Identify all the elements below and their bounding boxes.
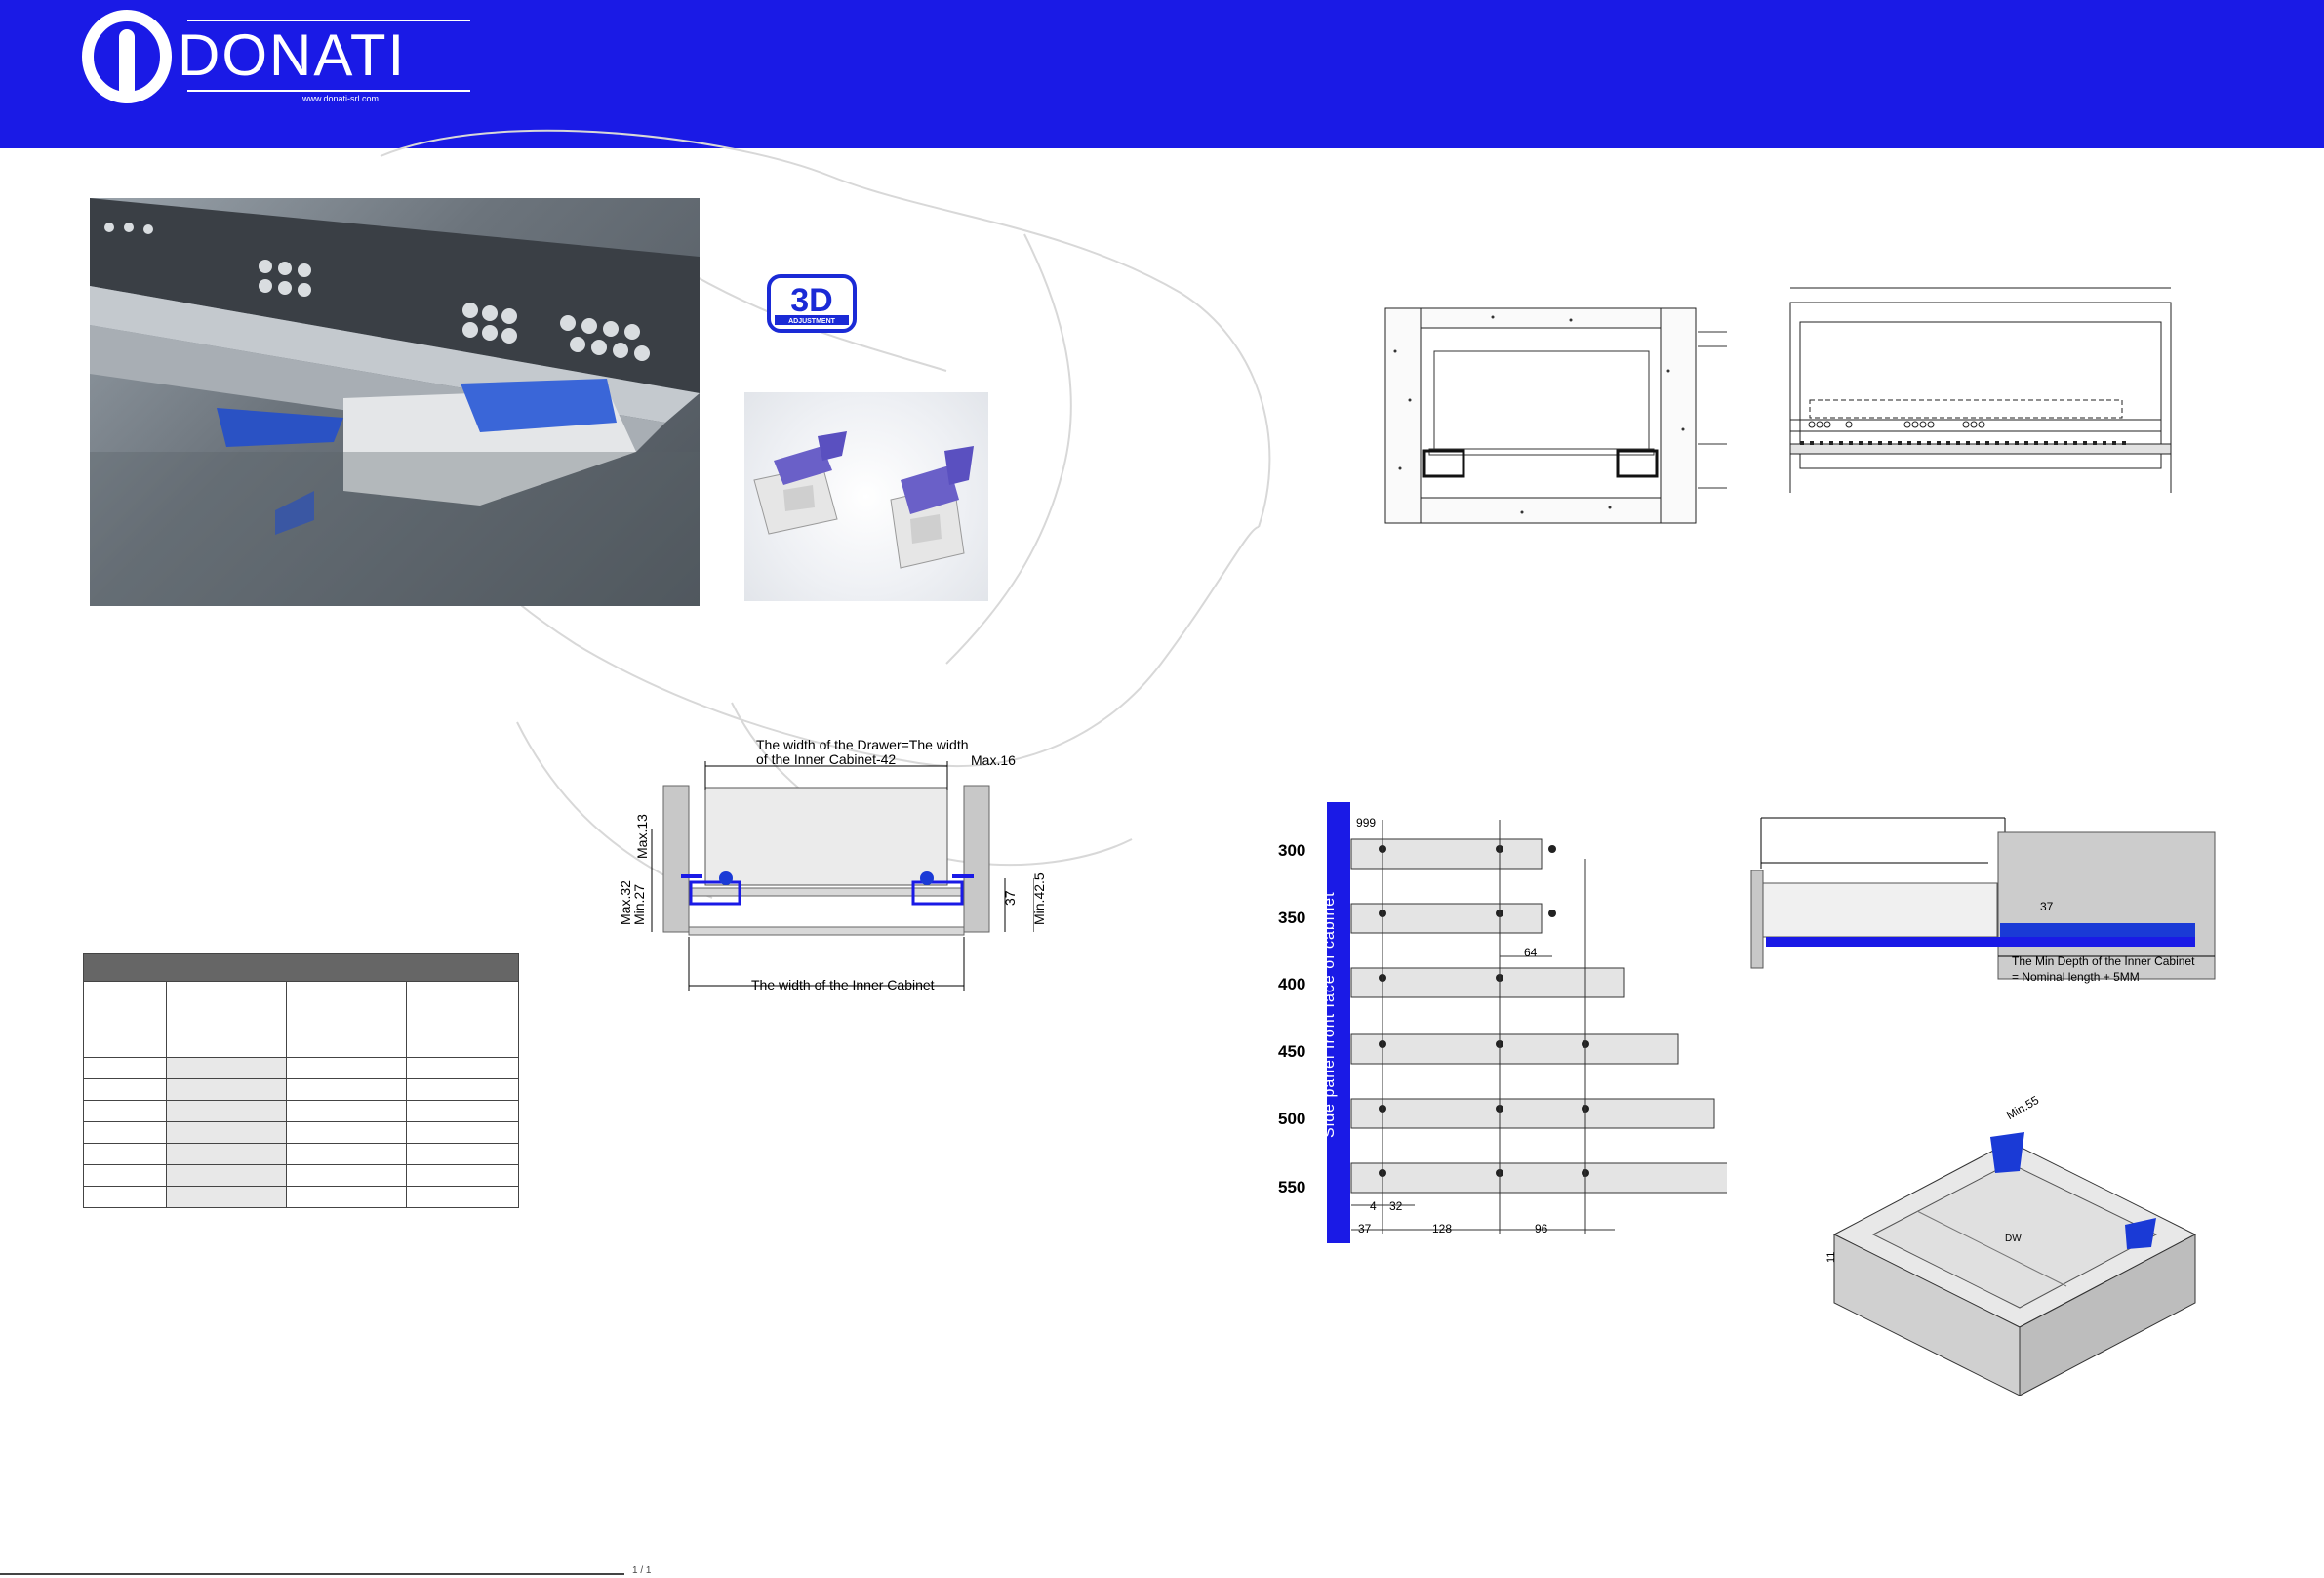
size-550: 550 [1278,1178,1306,1196]
side-panel-label: Side panel front face of cabinet [1321,891,1338,1138]
logo-rule-bottom [187,90,470,92]
3d-badge-icon: 3D ADJUSTMENT [767,274,857,333]
table-row [83,1057,519,1079]
size-450: 450 [1278,1042,1306,1061]
depth-note-1: The Min Depth of the Inner Cabinet [2012,954,2195,968]
donati-logo[interactable]: DONATI www.donati-srl.com [80,8,470,115]
d37-label: 37 [1002,890,1018,906]
size-500: 500 [1278,1110,1306,1128]
drawer-width-text-1: The width of the Drawer=The width [756,737,969,752]
hole-d128: 128 [1432,1222,1453,1235]
table-row [83,1186,519,1208]
size-300: 300 [1278,841,1306,860]
spec-table-header [83,953,519,982]
hole-d64: 64 [1524,946,1538,959]
slide-photo-illustration [90,198,700,606]
min425-label: Min.42.5 [1031,872,1047,925]
depth-note-2: = Nominal length + 5MM [2012,970,2140,984]
iso-dw: DW [2005,1234,2022,1244]
table-row [83,1100,519,1122]
table-row [83,1121,519,1144]
depth-diagram [1750,817,2216,980]
table-row [83,1143,519,1165]
header-bar: DONATI www.donati-srl.com [0,0,2324,148]
drawer-width-text-2: of the Inner Cabinet-42 [756,751,897,767]
hole-d4: 4 [1370,1199,1377,1213]
footer-rule [0,1573,624,1575]
cross-section-drawing [1384,307,1727,524]
logo-mark-icon [82,10,172,103]
logo-url: www.donati-srl.com [302,94,380,103]
min27-label: Min.27 [631,883,647,925]
table-row [83,1078,519,1101]
iso-drawer-drawing [1832,1132,2197,1396]
hole-pattern-drawing [1327,802,1727,1243]
clip-render [744,392,988,601]
footer-text: 1 / 1 [632,1565,652,1576]
logo-wordmark: DONATI [178,22,407,88]
clip-render-illustration [753,431,974,569]
badge-small-text: ADJUSTMENT [788,318,836,325]
hole-d37: 37 [1358,1222,1372,1235]
hole-d32: 32 [1389,1199,1403,1213]
table-row [83,1164,519,1187]
iso-d11: 11 [1825,1251,1837,1263]
max16-label: Max.16 [971,752,1016,768]
hole-top-dim: 999 [1356,816,1377,829]
width-diagram [651,761,1034,991]
size-350: 350 [1278,909,1306,927]
inner-cabinet-label: The width of the Inner Cabinet [751,977,935,992]
product-photo [90,198,700,606]
max13-label: Max.13 [634,814,650,859]
badge-big-text: 3D [790,282,832,319]
logo-rule [187,20,470,21]
3d-adjustment-badge: 3D ADJUSTMENT [767,274,857,333]
hole-d96: 96 [1535,1222,1548,1235]
size-400: 400 [1278,975,1306,993]
side-view-drawing [1789,287,2172,493]
spec-table [83,953,519,1208]
depth-d37: 37 [2040,900,2054,913]
side-panel-bar [1327,802,1350,1243]
spec-table-row-head [83,981,519,1058]
